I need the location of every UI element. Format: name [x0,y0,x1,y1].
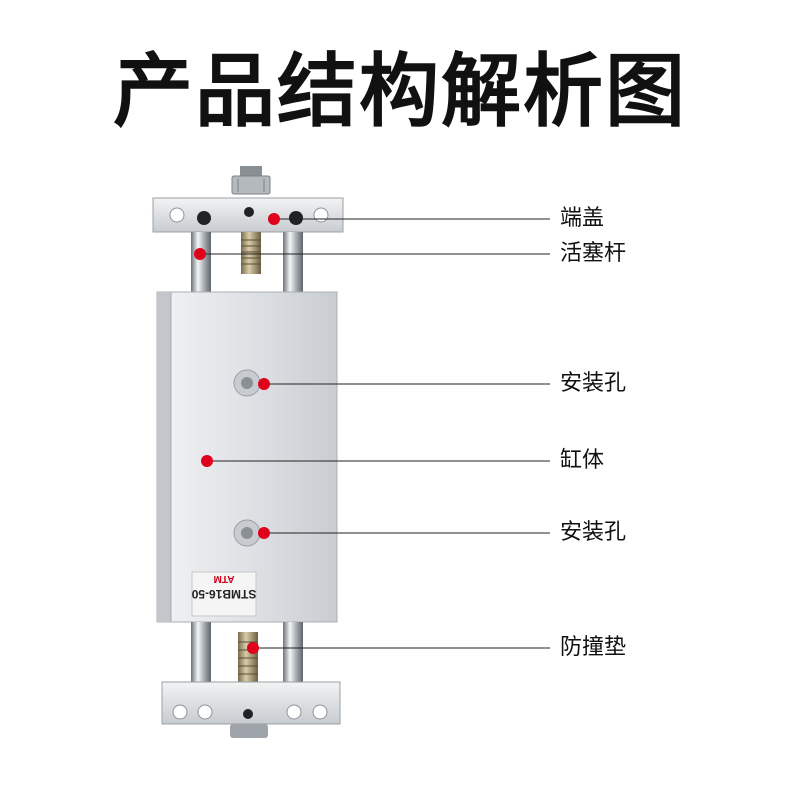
bottom-end-cap [161,681,341,738]
upper-thread-lines [241,239,261,265]
callout-mounting-hole-1 [258,378,550,390]
callout-piston-rod [194,248,550,260]
lower-right-rod [283,622,303,684]
callout-label-shock-pad: 防撞垫 [560,635,627,660]
top-end-cap [152,197,344,233]
callout-mounting-hole-2 [258,527,550,539]
upper-right-rod [283,232,303,294]
upper-threaded-stopper [241,232,261,274]
callout-shock-pad [247,642,550,654]
callout-label-mounting-hole-2: 安装孔 [560,520,627,545]
upper-left-rod [191,232,211,294]
callout-cylinder-body [201,455,550,467]
brand-text: ATM [214,573,235,584]
callout-label-mounting-hole-1: 安装孔 [560,371,627,396]
page-title: 产品结构解析图 [113,45,687,138]
callout-end-cap [268,213,550,225]
callout-label-end-cap: 端盖 [560,206,605,231]
cylinder-body [156,291,338,623]
callout-label-cylinder-body: 缸体 [560,448,605,473]
lower-left-rod [191,622,211,684]
callout-label-piston-rod: 活塞杆 [560,241,627,266]
model-text: STMB16-50 [191,587,256,601]
product-label: STMB16-50 ATM [191,571,257,617]
top-bolt [231,166,271,195]
